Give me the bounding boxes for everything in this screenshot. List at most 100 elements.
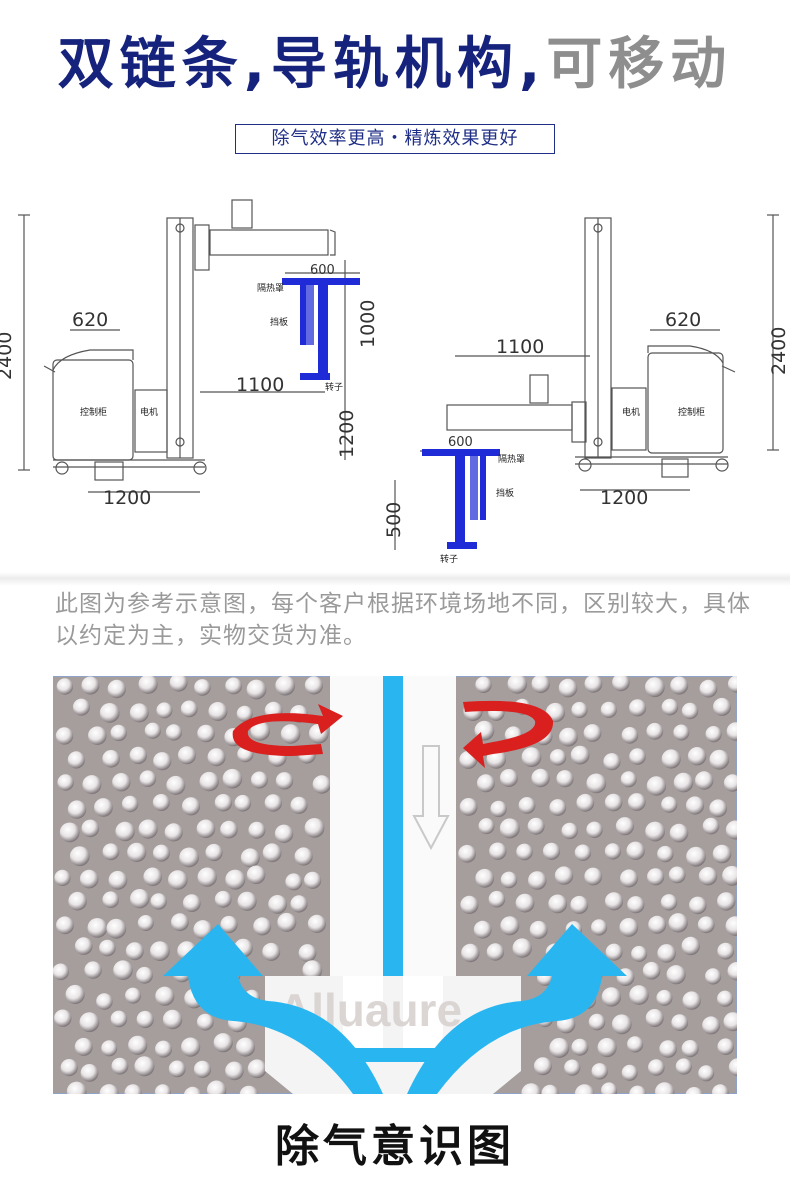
gas-bubble <box>705 968 722 985</box>
gas-bubble <box>500 871 518 889</box>
gas-bubble <box>214 794 233 812</box>
gas-bubble <box>507 676 528 694</box>
gas-bubble <box>237 891 257 911</box>
gas-bubble <box>222 768 243 789</box>
gas-bubble <box>199 771 219 792</box>
down-arrow <box>412 745 450 851</box>
gas-bubble <box>152 794 170 811</box>
left-shaft-length-dim: 1000 <box>357 300 379 348</box>
gas-bubble <box>53 963 69 981</box>
gas-bubble <box>197 867 217 887</box>
right-rotor <box>422 449 500 549</box>
gas-bubble <box>660 894 678 911</box>
gas-bubble <box>620 869 638 888</box>
gas-bubble <box>531 768 550 788</box>
gas-bubble <box>717 990 734 1007</box>
gas-bubble <box>264 794 282 812</box>
gas-bubble <box>82 775 102 795</box>
gas-bubble <box>645 1009 664 1027</box>
gas-bubble <box>528 871 547 890</box>
gas-bubble <box>583 724 602 742</box>
right-depth-dim: 500 <box>383 502 405 538</box>
gas-bubble <box>171 913 189 932</box>
gas-bubble <box>475 868 495 888</box>
right-cabinet <box>647 352 724 454</box>
gas-bubble <box>656 989 673 1006</box>
gas-bubble <box>99 703 120 723</box>
gas-bubble <box>253 917 272 936</box>
right-height-dim: 2400 <box>768 327 790 375</box>
page-title: 双链条,导轨机构,可移动 <box>0 20 790 110</box>
gas-bubble <box>165 724 182 741</box>
gas-bubble <box>695 771 714 790</box>
gas-bubble <box>67 800 87 819</box>
left-heat-shield-label: 隔热罩 <box>257 282 284 294</box>
section-divider <box>0 572 790 586</box>
gas-bubble <box>499 769 518 787</box>
gas-bubble <box>207 748 226 767</box>
gas-bubble <box>164 823 183 842</box>
gas-bubble <box>549 1037 570 1058</box>
gas-bubble <box>728 1058 737 1077</box>
left-motor-box <box>134 389 168 453</box>
gas-bubble <box>549 749 567 766</box>
gas-bubble <box>110 724 127 742</box>
gas-bubble <box>709 799 728 818</box>
gas-bubble <box>115 821 135 842</box>
gas-bubble <box>725 820 737 840</box>
right-motor-label: 电机 <box>622 406 640 418</box>
gas-bubble <box>584 676 603 693</box>
gas-bubble <box>521 1083 542 1094</box>
gas-bubble <box>490 800 507 818</box>
gas-bubble <box>515 893 535 913</box>
gas-bubble <box>499 818 520 839</box>
gas-bubble <box>144 722 161 739</box>
gas-bubble <box>168 870 188 890</box>
gas-bubble <box>646 722 664 740</box>
gas-bubble <box>294 847 313 866</box>
gas-bubble <box>130 889 150 909</box>
gas-bubble <box>702 817 720 835</box>
gas-bubble <box>102 891 119 908</box>
gas-bubble <box>673 724 690 741</box>
gas-bubble <box>125 987 141 1004</box>
gas-bubble <box>556 770 574 788</box>
gas-bubble <box>671 1014 689 1031</box>
gas-bubble <box>79 1012 100 1033</box>
gas-bubble <box>458 844 476 863</box>
gas-bubble <box>657 845 674 863</box>
gas-bubble <box>601 1082 618 1094</box>
gas-bubble <box>726 722 737 741</box>
gas-bubble <box>476 774 495 793</box>
left-arm-reach-dim: 1100 <box>236 374 284 396</box>
gas-bubble <box>285 873 303 891</box>
gas-bubble <box>588 1013 606 1031</box>
left-arm <box>209 229 329 256</box>
gas-bubble <box>586 821 603 838</box>
gas-bubble <box>280 724 301 744</box>
gas-bubble <box>629 985 649 1005</box>
gas-bubble <box>102 843 120 861</box>
right-heat-shield-label: 隔热罩 <box>498 453 525 465</box>
tagline-box: 除气效率更高・精炼效果更好 <box>235 124 555 154</box>
gas-bubble <box>239 1085 259 1094</box>
left-rotor-label: 转子 <box>325 381 343 393</box>
gas-bubble <box>179 847 199 868</box>
gas-bubble <box>673 772 694 793</box>
gas-bubble <box>576 793 595 812</box>
illustration-caption: 除气意识图 <box>275 1121 515 1172</box>
gas-bubble <box>59 822 80 843</box>
gas-bubble <box>194 679 211 696</box>
gas-bubble <box>570 895 589 914</box>
gas-bubble <box>597 1038 617 1058</box>
gas-bubble <box>66 1081 87 1094</box>
gas-bubble <box>591 919 608 936</box>
gas-bubble <box>79 869 99 889</box>
left-shield-width-dim: 600 <box>310 263 335 278</box>
gas-bubble <box>225 1061 244 1081</box>
gas-bubble <box>473 920 492 939</box>
gas-bubble <box>681 1040 699 1058</box>
gas-bubble <box>605 943 623 961</box>
gas-bubble <box>558 678 578 698</box>
gas-bubble <box>183 1086 202 1094</box>
